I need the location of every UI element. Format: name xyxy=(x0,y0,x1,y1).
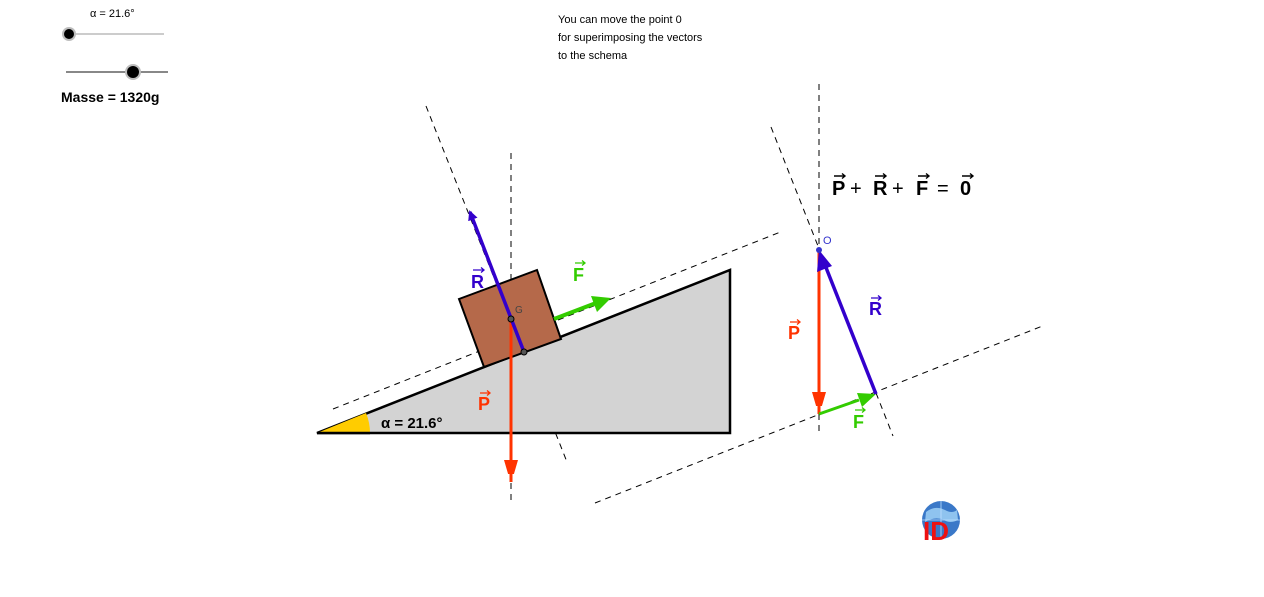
label-F-right-text: F xyxy=(853,412,864,432)
equation-F: F xyxy=(916,178,928,200)
point-O-label: O xyxy=(823,235,832,247)
equation-equals: = xyxy=(937,178,949,200)
label-F-right: F xyxy=(853,407,867,432)
label-P-left: P xyxy=(478,390,492,414)
point-G-label: G xyxy=(515,305,523,316)
label-R-left: R xyxy=(471,267,486,292)
label-R-left-arrow-icon xyxy=(473,267,486,273)
label-P-right-arrow-icon xyxy=(790,319,802,325)
mass-slider[interactable] xyxy=(66,64,168,80)
equation-plus-1: + xyxy=(850,178,862,200)
instructions-line-1: You can move the point 0 xyxy=(558,14,682,26)
equation-plus-2: + xyxy=(892,178,904,200)
vector-F-sum-head xyxy=(857,393,876,407)
vector-R-arrow xyxy=(468,210,526,353)
equation-zero: 0 xyxy=(960,178,971,200)
label-F-left-text: F xyxy=(573,265,584,285)
globe-grid-icon xyxy=(922,501,960,539)
point-G[interactable] xyxy=(507,315,515,323)
label-P-right: P xyxy=(788,319,802,343)
equation-P: P xyxy=(832,178,845,200)
vector-F-head xyxy=(591,296,611,312)
mass-readout: Masse = 1320g xyxy=(61,89,160,105)
right-slope-dashed-line xyxy=(594,324,1046,504)
slope-dashed-line xyxy=(332,230,784,410)
angle-slider[interactable] xyxy=(62,27,164,41)
contact-point[interactable] xyxy=(520,348,528,356)
angle-slider-label: α = 21.6° xyxy=(90,8,135,20)
label-F-left-arrow-icon xyxy=(575,260,587,266)
vector-R-sum-line xyxy=(823,264,878,395)
label-R-right-text: R xyxy=(869,299,882,319)
label-P-right-text: P xyxy=(788,323,800,343)
equation-R: R xyxy=(873,178,888,200)
vector-R-sum-head xyxy=(817,250,832,272)
equilibrium-equation: P + R + F = 0 xyxy=(832,172,975,200)
label-R-right: R xyxy=(869,295,883,319)
label-F-left: F xyxy=(573,260,587,285)
label-R-right-arrow-icon xyxy=(871,295,883,301)
label-R-left-text: R xyxy=(471,272,484,292)
angle-slider-handle[interactable] xyxy=(64,29,74,39)
id-logo: ID xyxy=(922,501,960,546)
vector-F-line xyxy=(553,301,597,321)
instructions-line-2: for superimposing the vectors xyxy=(558,32,703,44)
equation-vector-arrows-icon xyxy=(834,172,975,180)
point-O[interactable] xyxy=(816,247,822,253)
angle-wedge xyxy=(317,413,370,433)
label-F-right-arrow-icon xyxy=(855,407,867,413)
label-P-left-text: P xyxy=(478,394,490,414)
instructions-line-3: to the schema xyxy=(558,50,628,62)
angle-label: α = 21.6° xyxy=(381,415,443,432)
instructions-text: You can move the point 0 for superimposi… xyxy=(558,11,702,65)
vector-F-sum-line xyxy=(818,398,860,416)
logo-text: ID xyxy=(923,516,949,546)
mass-slider-handle[interactable] xyxy=(127,66,139,78)
label-P-left-arrow-icon xyxy=(480,390,492,396)
globe-land-icon xyxy=(925,507,958,522)
